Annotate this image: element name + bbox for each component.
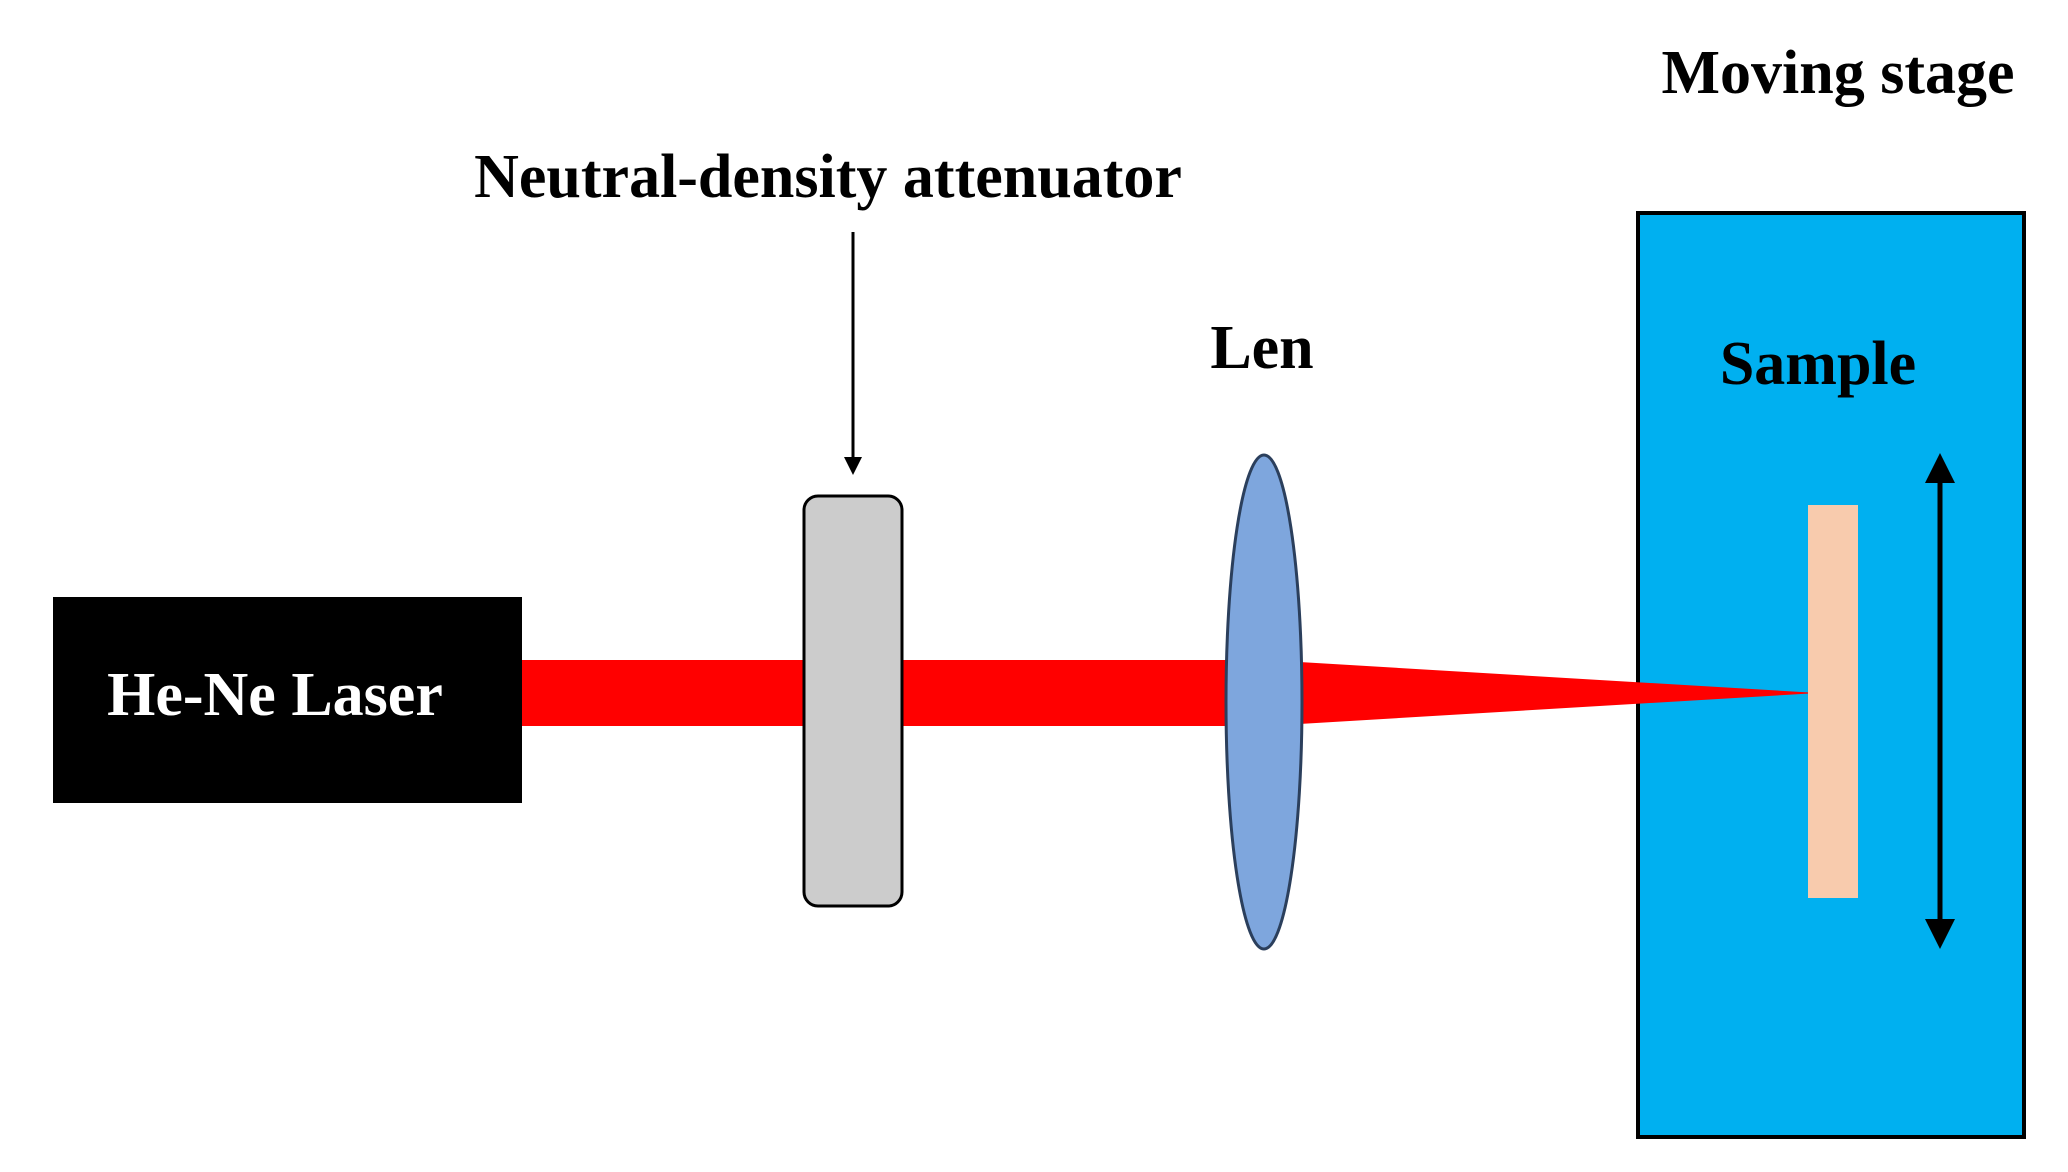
laser-label: He-Ne Laser (107, 661, 443, 729)
sample (1808, 505, 1858, 898)
sample-label: Sample (1720, 330, 1916, 398)
laser-beam-focused (1265, 660, 1818, 726)
lens-label: Len (1210, 314, 1313, 382)
attenuator-label: Neutral-density attenuator (474, 143, 1182, 211)
laser-body (53, 597, 522, 803)
stage-label: Moving stage (1661, 39, 2014, 107)
lens (1224, 453, 1304, 951)
attenuator (802, 494, 904, 908)
